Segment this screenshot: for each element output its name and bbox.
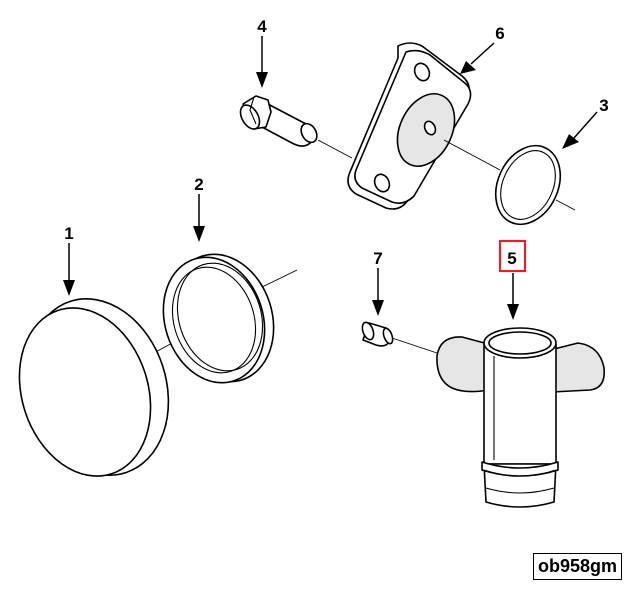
part-1-cap xyxy=(18,298,216,477)
part-5-thermostat xyxy=(436,327,606,508)
callout-6: 6 xyxy=(495,24,504,43)
callout-7: 7 xyxy=(373,249,382,268)
callout-1: 1 xyxy=(64,224,73,243)
callout-2: 2 xyxy=(194,175,203,194)
part-2-ring xyxy=(162,253,298,384)
callout-5-highlight-box xyxy=(498,239,527,273)
reference-code-label: ob958gm xyxy=(532,553,622,580)
part-6-housing xyxy=(347,42,501,210)
part-3-o-ring xyxy=(494,144,576,226)
part-7-sleeve xyxy=(361,321,441,355)
leader-arrows xyxy=(63,36,598,320)
callout-3: 3 xyxy=(599,96,608,115)
callout-4: 4 xyxy=(257,17,267,36)
callout-5: 5 xyxy=(507,249,516,268)
part-4-bolt xyxy=(239,95,353,159)
